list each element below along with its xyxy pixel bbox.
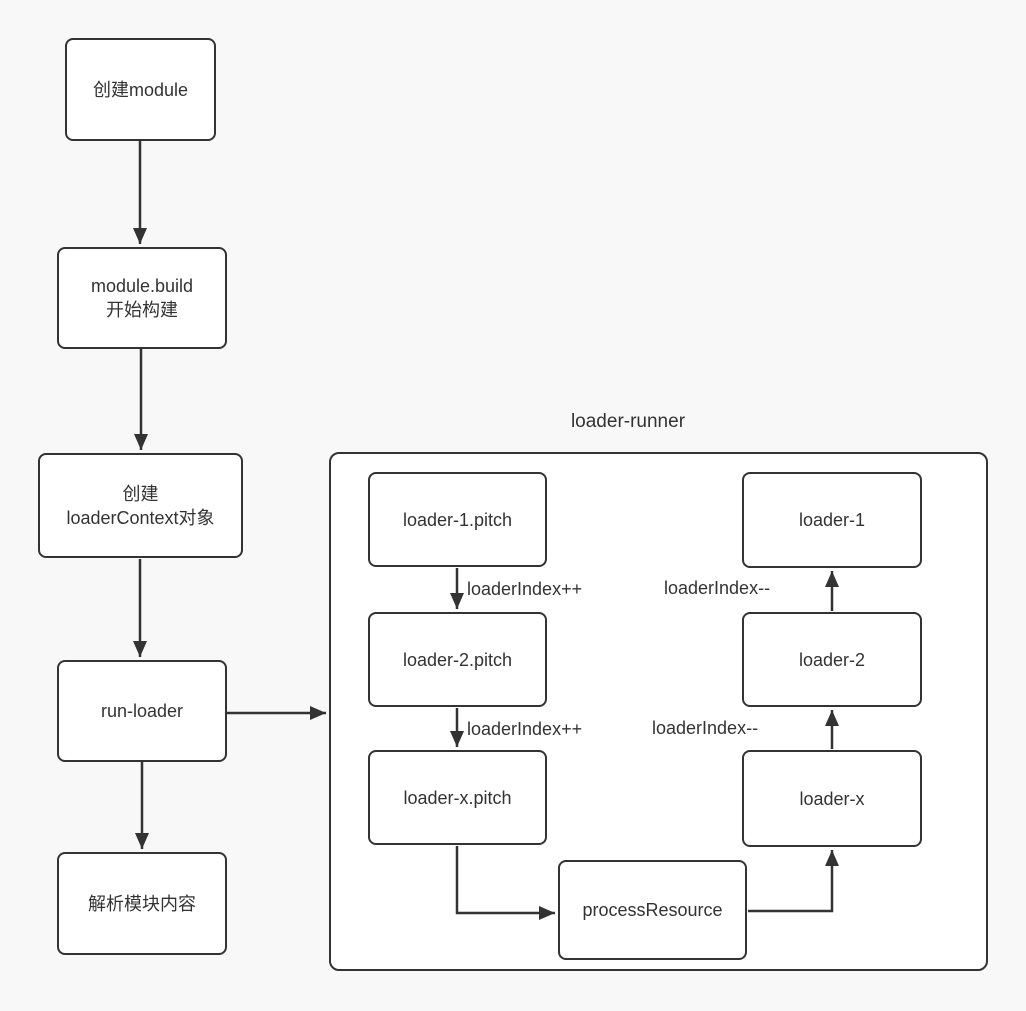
edge-label-loader-index-dec-1: loaderIndex-- [664, 578, 771, 598]
node-label-line2: loaderContext对象 [66, 507, 215, 528]
node-create-module: 创建module [65, 38, 216, 141]
node-label: loader-2 [798, 649, 866, 670]
edge-label-loader-index-dec-2: loaderIndex-- [652, 718, 759, 738]
node-process-resource: processResource [558, 860, 747, 960]
node-label: processResource [582, 900, 723, 920]
node-loader-x: loader-x [742, 750, 922, 847]
node-label-line1: module.build [90, 276, 194, 296]
node-loader-2-pitch: loader-2.pitch [368, 612, 547, 707]
node-label: loader-x.pitch [403, 787, 512, 808]
node-label-line2: 开始构建 [106, 300, 178, 320]
node-label: loader-x [799, 788, 865, 809]
node-module-build: module.build 开始构建 [57, 247, 227, 349]
loader-runner-title: loader-runner [570, 411, 686, 432]
node-label-line1: 创建 [122, 483, 159, 504]
edge-label-loader-index-inc-2: loaderIndex++ [467, 719, 583, 739]
node-parse-module: 解析模块内容 [57, 852, 227, 955]
node-label: loader-1 [798, 510, 866, 530]
edge-label-loader-index-inc-1: loaderIndex++ [467, 579, 583, 599]
node-loader-x-pitch: loader-x.pitch [368, 750, 547, 845]
node-loader-1-pitch: loader-1.pitch [368, 472, 547, 567]
node-label: loader-2.pitch [402, 649, 513, 670]
node-label: loader-1.pitch [402, 509, 513, 530]
node-label: 解析模块内容 [88, 893, 196, 914]
node-label: run-loader [100, 701, 184, 721]
node-loader-1: loader-1 [742, 472, 922, 568]
node-create-loader-context: 创建 loaderContext对象 [38, 453, 243, 558]
node-loader-2: loader-2 [742, 612, 922, 707]
node-label: 创建module [92, 79, 189, 100]
node-run-loader: run-loader [57, 660, 227, 762]
